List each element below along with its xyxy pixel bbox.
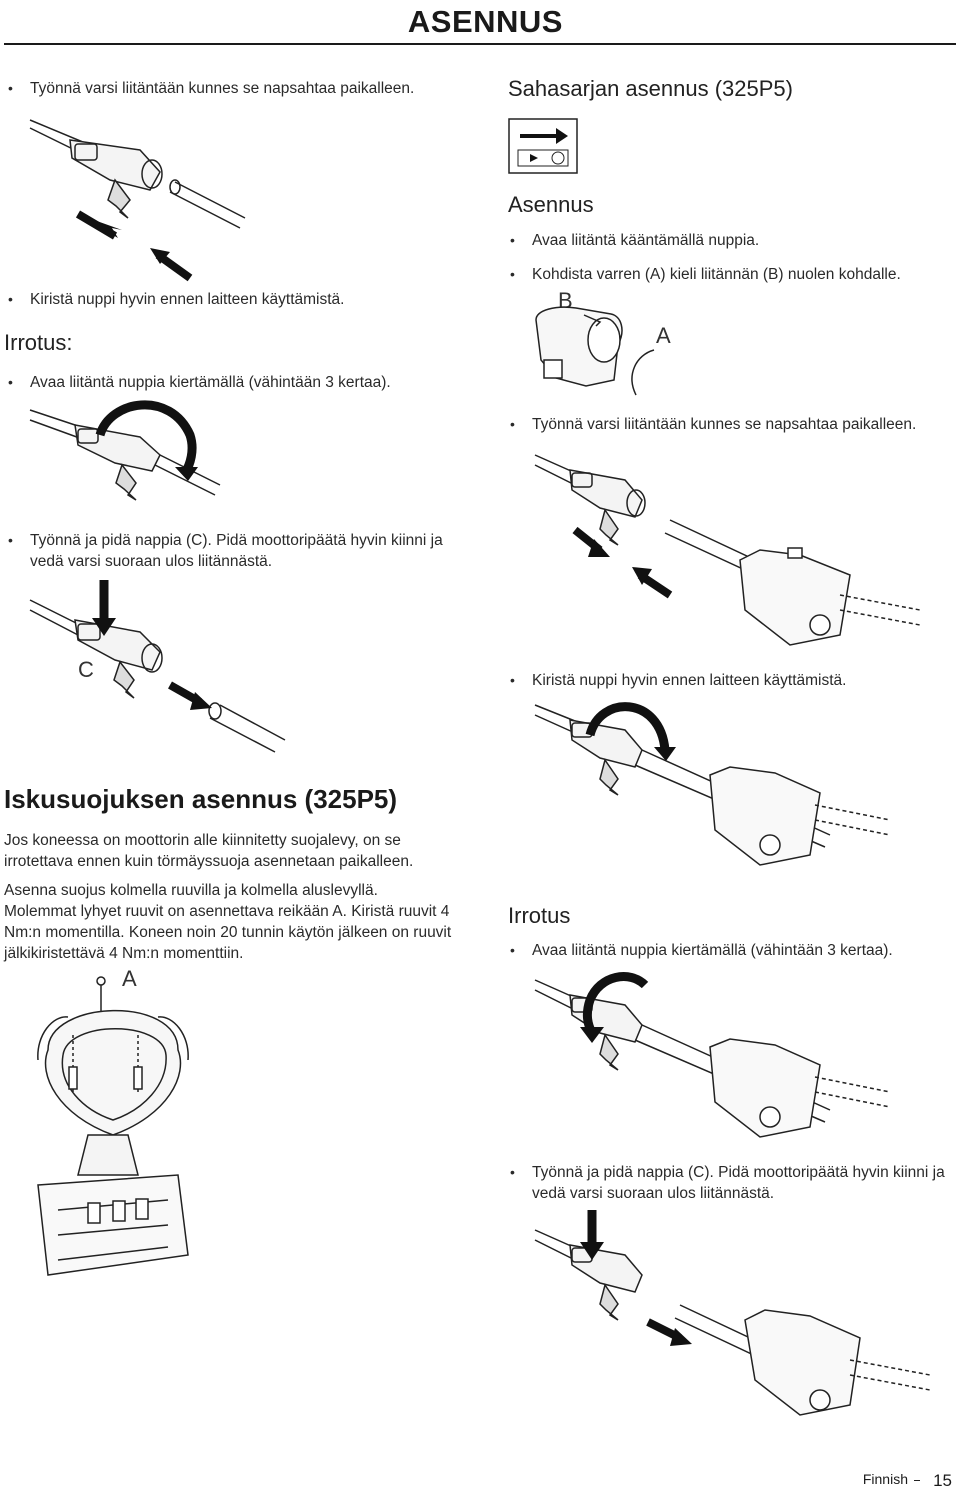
impact-guard-figure xyxy=(28,975,198,1315)
saw-remove-figure xyxy=(530,1210,950,1450)
left-bullet-push: Työnnä varsi liitäntään kunnes se napsah… xyxy=(4,78,470,99)
left-bullet-open: Avaa liitäntä nuppia kiertämällä (vähint… xyxy=(4,372,470,393)
label-c: C xyxy=(78,657,94,682)
right-bullet-open2: Avaa liitäntä nuppia kiertämällä (vähint… xyxy=(506,940,960,961)
right-bullet-open: Avaa liitäntä kääntämällä nuppia. xyxy=(506,230,960,251)
label-a-shaft: A xyxy=(656,323,671,348)
coupling-insert-figure xyxy=(20,100,260,290)
right-bullet-align: Kohdista varren (A) kieli liitännän (B) … xyxy=(506,264,960,285)
page-title: ASENNUS xyxy=(407,4,563,39)
footer-separator xyxy=(914,1480,920,1481)
right-bullet-tighten: Kiristä nuppi hyvin ennen laitteen käytt… xyxy=(506,670,960,691)
guard-paragraph-1: Jos koneessa on moottorin alle kiinnitet… xyxy=(4,832,414,870)
saw-section-heading: Sahasarjan asennus (325P5) xyxy=(508,76,793,101)
saw-insert-figure xyxy=(530,445,950,665)
direction-symbol xyxy=(508,118,578,174)
saw-loosen-figure xyxy=(530,965,950,1145)
press-button-figure xyxy=(29,580,290,760)
left-irrotus-heading: Irrotus: xyxy=(4,330,73,355)
title-rule xyxy=(4,43,956,45)
left-bullet-tighten: Kiristä nuppi hyvin ennen laitteen käytt… xyxy=(4,289,470,310)
align-figure xyxy=(526,300,686,400)
asennus-heading: Asennus xyxy=(508,192,594,217)
knob-rotate-figure xyxy=(29,395,230,515)
right-bullet-press: Työnnä ja pidä nappia (C). Pidä moottori… xyxy=(506,1162,960,1204)
label-a-guard: A xyxy=(122,966,137,991)
footer-language: Finnish xyxy=(862,1471,908,1487)
arrow-right-icon xyxy=(530,154,538,162)
guard-heading: Iskusuojuksen asennus (325P5) xyxy=(4,784,398,814)
left-bullet-press: Työnnä ja pidä nappia (C). Pidä moottori… xyxy=(4,530,480,572)
page-number: 15 xyxy=(933,1471,952,1490)
right-irrotus-heading: Irrotus xyxy=(508,903,571,928)
guard-paragraph-2: Asenna suojus kolmella ruuvilla ja kolme… xyxy=(4,882,452,962)
right-bullet-push: Työnnä varsi liitäntään kunnes se napsah… xyxy=(506,414,960,435)
saw-tighten-figure xyxy=(530,695,950,875)
